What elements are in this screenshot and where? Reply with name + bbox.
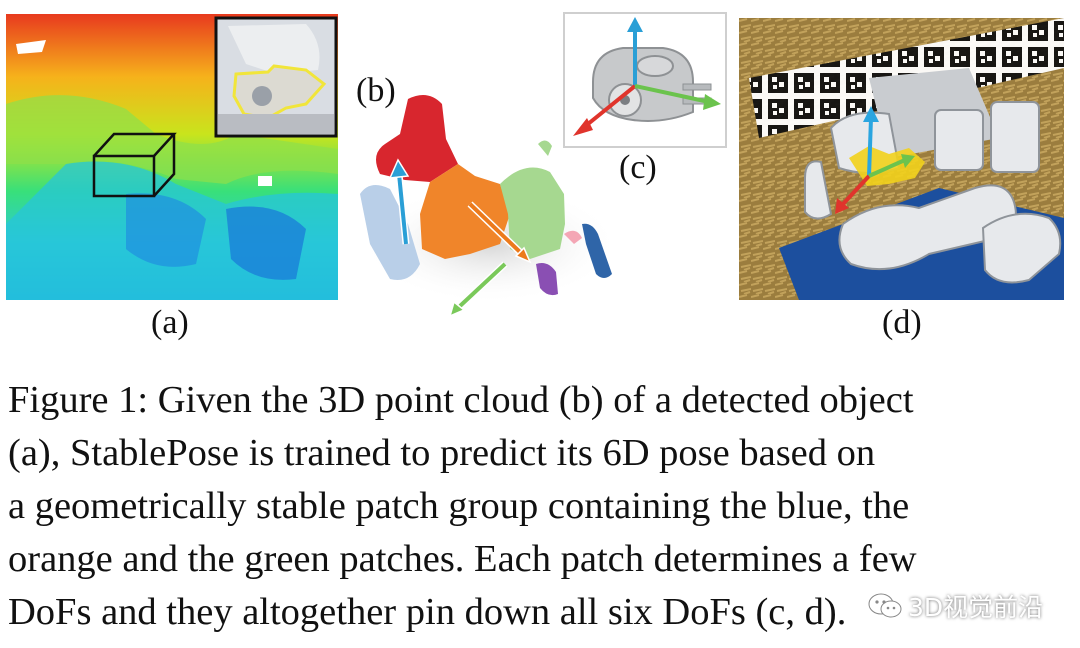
panel-c-label: (c) — [619, 149, 657, 186]
lightblue-patch — [360, 185, 420, 280]
caption-line: DoFs and they altogether pin down all si… — [8, 591, 847, 633]
panel-b-label: (b) — [356, 72, 396, 109]
panel-d-scene-photo — [739, 18, 1064, 300]
panel-d-label: (d) — [882, 304, 922, 341]
arrow-blue — [388, 158, 410, 245]
navy-patch — [582, 223, 612, 278]
axis-y-green-d — [868, 154, 915, 178]
pink-patch — [564, 230, 582, 244]
panel-a-depth-map — [6, 14, 338, 300]
axis-z-blue-d — [863, 106, 879, 177]
axis-z-blue — [627, 17, 643, 86]
watermark: 3D视觉前沿 — [868, 588, 1043, 624]
plug-adapter-shape — [592, 47, 712, 122]
object-render-axes — [563, 12, 727, 148]
panel-a-label: (a) — [151, 304, 189, 341]
axis-y-green — [634, 84, 721, 110]
watermark-text: 3D视觉前沿 — [908, 593, 1044, 622]
arrow-green — [448, 261, 508, 318]
figure-caption: Figure 1: Given the 3D point cloud (b) o… — [8, 374, 1074, 639]
panel-b-point-cloud — [350, 84, 620, 324]
wechat-icon — [868, 593, 902, 618]
axis-x-red — [573, 84, 637, 136]
orange-patch — [420, 164, 510, 259]
scene-photo-image — [739, 18, 1064, 300]
caption-line: orange and the green patches. Each patch… — [8, 538, 917, 580]
plug-objects — [804, 101, 1062, 284]
depth-map-image — [6, 14, 338, 300]
caption-line: a geometrically stable patch group conta… — [8, 485, 910, 527]
axis-x-red-d — [835, 174, 871, 214]
arrow-orange — [467, 201, 532, 264]
panel-c-render — [563, 12, 727, 148]
point-cloud-figure — [360, 95, 620, 318]
bounding-box — [92, 132, 177, 198]
purple-patch — [536, 263, 558, 296]
green-patch — [500, 140, 565, 259]
red-patch — [376, 95, 458, 182]
caption-line: Figure 1: Given the 3D point cloud (b) o… — [8, 379, 914, 421]
caption-line: (a), StablePose is trained to predict it… — [8, 432, 876, 474]
inset-photo — [214, 16, 338, 138]
